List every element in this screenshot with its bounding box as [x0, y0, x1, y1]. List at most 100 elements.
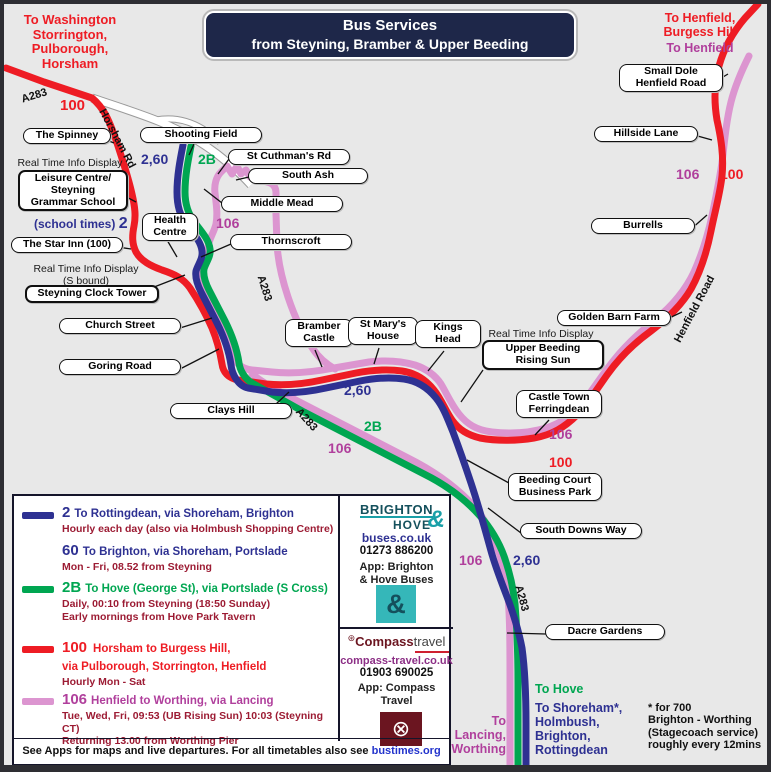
operator-compass-travel: ⊛Compasstravel compass-travel.co.uk 0190…: [340, 627, 453, 746]
route-number-100-henfield: 100: [720, 166, 744, 182]
brighton-hove-website-link[interactable]: buses.co.uk: [361, 531, 432, 545]
brighton-hove-ampersand-icon: &: [427, 506, 445, 533]
callout-goring-road: Goring Road: [59, 359, 181, 375]
route-number-260-top: 2,60: [141, 151, 169, 167]
callout-hillside-lane: Hillside Lane: [594, 126, 698, 142]
legend-number-2: 2: [62, 504, 71, 521]
legend-title-2: To Rottingdean, via Shoreham, Brighton: [74, 508, 294, 520]
route-number-106-steyning: 106: [216, 215, 240, 231]
legend-sub-2b: Daily, 00:10 from Steyning (18:50 Sunday…: [62, 598, 271, 623]
legend-sub-100: Hourly Mon - Sat: [62, 676, 146, 688]
callout-church-street: Church Street: [59, 318, 181, 334]
destination-northwest: To Washington Storrington, Pulborough, H…: [23, 12, 117, 71]
school-times-text: (school times): [34, 217, 116, 231]
compass-logo-bold: Compass: [355, 634, 414, 649]
callout-st-cuthmans-rd: St Cuthman's Rd: [228, 149, 350, 165]
footnote-700: * for 700 Brighton - Worthing (Stagecoac…: [648, 702, 762, 751]
callout-steyning-clock-tower: Steyning Clock Tower: [25, 285, 159, 303]
destination-hove: To Hove: [535, 682, 584, 696]
destination-northeast-106: To Henfield: [666, 41, 734, 55]
callout-clays-hill: Clays Hill: [170, 403, 292, 419]
compass-logo-light: travel: [413, 634, 446, 649]
legend-swatch-2: [22, 512, 54, 519]
brighton-hove-app-icon: &: [376, 585, 416, 623]
bustimes-link[interactable]: bustimes.org: [371, 745, 441, 757]
destination-northeast-100: To Henfield, Burgess Hill: [663, 11, 737, 39]
title-line1: Bus Services: [342, 17, 438, 34]
route-number-260-bottom: 2,60: [513, 552, 541, 568]
callout-beeding-court: Beeding Court Business Park: [508, 473, 602, 501]
route-number-2b-mid: 2B: [364, 418, 382, 434]
legend-title-106: Henfield to Worthing, via Lancing: [91, 695, 274, 707]
callout-burrells: Burrells: [591, 218, 695, 234]
compass-app-label: App: Compass Travel: [357, 682, 436, 707]
school-times-label: (school times) 2: [34, 215, 128, 233]
route-number-2b-top: 2B: [198, 151, 216, 167]
callout-the-spinney: The Spinney: [23, 128, 111, 144]
brighton-hove-logo: BRIGHTON & HOVE: [340, 502, 453, 533]
compass-website-link[interactable]: compass-travel.co.uk: [340, 655, 453, 667]
legend-number-100: 100: [62, 639, 88, 656]
brighton-hove-logo-line1: BRIGHTON: [359, 502, 434, 518]
brighton-hove-phone: 01273 886200: [359, 545, 434, 557]
route-number-106-bottom: 106: [459, 552, 483, 568]
rti-label-clocktower: Real Time Info Display (S bound): [33, 263, 139, 287]
callout-health-centre: Health Centre: [142, 213, 198, 241]
operator-brighton-hove: BRIGHTON & HOVE buses.co.uk 01273 886200…: [340, 496, 453, 627]
compass-logo-mark-icon: ⊛: [347, 633, 356, 643]
callout-south-ash: South Ash: [248, 168, 368, 184]
callout-golden-barn-farm: Golden Barn Farm: [557, 310, 671, 326]
callout-small-dole: Small Dole Henfield Road: [619, 64, 723, 92]
callout-castle-town: Castle Town Ferringdean: [516, 390, 602, 418]
legend-swatch-106: [22, 698, 54, 705]
route-number-106-mid: 106: [328, 440, 352, 456]
legend-swatch-2b: [22, 586, 54, 593]
route-number-100-nw: 100: [60, 97, 86, 114]
legend-number-106: 106: [62, 691, 88, 708]
compass-app-icon: ⊗: [380, 712, 422, 746]
legend-sub-60: Mon - Fri, 08.52 from Steyning: [62, 561, 212, 573]
callout-middle-mead: Middle Mead: [221, 196, 343, 212]
callout-dacre-gardens: Dacre Gardens: [545, 624, 665, 640]
destination-shoreham: To Shoreham*, Holmbush, Brighton, Rottin…: [535, 701, 623, 757]
map-title: Bus Services from Steyning, Bramber & Up…: [202, 9, 578, 61]
brighton-hove-logo-line2: HOVE: [392, 518, 431, 532]
callout-shooting-field: Shooting Field: [140, 127, 262, 143]
legend-number-60: 60: [62, 542, 79, 559]
route-number-106-henfield: 106: [676, 166, 700, 182]
callout-upper-beeding-rising-sun: Upper Beeding Rising Sun: [482, 340, 604, 370]
destination-lancing: To Lancing, Worthing: [451, 714, 506, 756]
callout-st-marys-house: St Mary's House: [348, 317, 418, 345]
route-number-106-castle: 106: [549, 426, 573, 442]
legend-swatch-100: [22, 646, 54, 653]
compass-phone: 01903 690025: [359, 667, 434, 679]
rti-label-leisure: Real Time Info Display: [17, 157, 123, 169]
route-number-260-mid: 2,60: [344, 382, 372, 398]
operators-panel: BRIGHTON & HOVE buses.co.uk 01273 886200…: [338, 496, 453, 746]
title-line2: from Steyning, Bramber & Upper Beeding: [251, 36, 529, 52]
callout-bramber-castle: Bramber Castle: [285, 319, 353, 347]
legend-note-text: See Apps for maps and live departures. F…: [22, 745, 372, 757]
route-map-canvas: [4, 4, 762, 765]
legend-title-60: To Brighton, via Shoreham, Portslade: [82, 546, 288, 558]
callout-thornscroft: Thornscroft: [230, 234, 352, 250]
route-number-100-castle: 100: [549, 454, 573, 470]
legend-note: See Apps for maps and live departures. F…: [14, 738, 449, 764]
legend-title-100: Horsham to Burgess Hill, via Pulborough,…: [62, 643, 267, 673]
callout-leisure-centre: Leisure Centre/ Steyning Grammar School: [18, 170, 128, 212]
legend-number-2b: 2B: [62, 579, 82, 596]
legend-title-2b: To Hove (George St), via Portslade (S Cr…: [85, 583, 328, 595]
legend-sub-2: Hourly each day (also via Holmbush Shopp…: [62, 523, 334, 535]
rti-label-upperbeeding: Real Time Info Display: [488, 328, 594, 340]
route-100-line: [4, 4, 762, 444]
brighton-hove-app-label: App: Brighton & Hove Buses: [359, 561, 434, 586]
callout-south-downs-way: South Downs Way: [520, 523, 642, 539]
compass-travel-logo: ⊛Compasstravel: [340, 634, 453, 653]
callout-star-inn: The Star Inn (100): [11, 237, 123, 253]
